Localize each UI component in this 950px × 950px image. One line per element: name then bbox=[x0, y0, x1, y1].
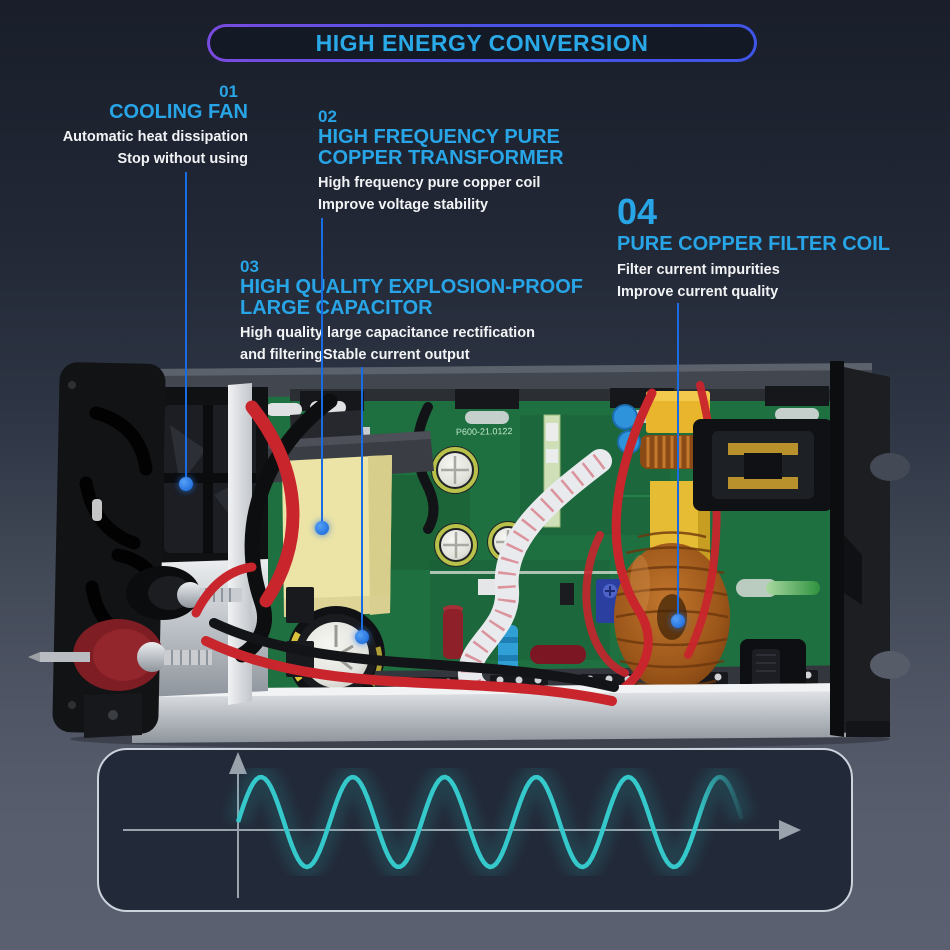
callout-number: 04 bbox=[617, 191, 658, 232]
leader-dot-02 bbox=[315, 521, 329, 535]
callout-title: PURE COPPER FILTER COIL bbox=[617, 233, 890, 255]
sine-wave-glow bbox=[226, 764, 754, 880]
callout-desc-line: Stop without using bbox=[117, 151, 248, 167]
callout-title: COPPER TRANSFORMER bbox=[318, 147, 564, 169]
sine-wave-panel bbox=[97, 748, 853, 912]
board-model-label: P600-21.0122 bbox=[456, 426, 513, 437]
battery-terminals bbox=[28, 566, 242, 691]
callout-capacitor: 03 HIGH QUALITY EXPLOSION-PROOF LARGE CA… bbox=[240, 257, 620, 366]
mounting-feet bbox=[84, 693, 890, 738]
x-axis-arrow bbox=[779, 820, 801, 840]
callout-desc-line: Filter current impurities bbox=[617, 262, 780, 278]
inverter-photo: P600-21.0122 bbox=[28, 361, 910, 749]
callout-number: 01 bbox=[219, 82, 238, 101]
callout-transformer: 02 HIGH FREQUENCY PURE COPPER TRANSFORME… bbox=[318, 107, 648, 216]
title-banner: HIGH ENERGY CONVERSION bbox=[207, 24, 757, 62]
callout-title: LARGE CAPACITOR bbox=[240, 297, 433, 319]
leader-line-02 bbox=[321, 218, 323, 528]
leader-dot-01 bbox=[179, 477, 193, 491]
callout-number: 03 bbox=[240, 257, 259, 276]
callout-desc-line: Improve voltage stability bbox=[318, 197, 489, 213]
transformer-group bbox=[262, 410, 434, 617]
callout-title: HIGH QUALITY EXPLOSION-PROOF bbox=[240, 276, 583, 298]
callout-desc-line: High quality large capacitance rectifica… bbox=[240, 325, 535, 341]
callout-number: 02 bbox=[318, 107, 337, 126]
callout-desc-line: Automatic heat dissipation bbox=[62, 129, 248, 145]
sine-wave-line bbox=[235, 774, 745, 870]
small-components bbox=[443, 579, 624, 675]
callout-desc-line: High frequency pure copper coil bbox=[318, 175, 541, 191]
leader-line-01 bbox=[185, 172, 187, 484]
callout-title: HIGH FREQUENCY PURE bbox=[318, 126, 560, 148]
leader-line-03 bbox=[361, 367, 363, 637]
leader-dot-03 bbox=[355, 630, 369, 644]
callout-filter-coil: 04 PURE COPPER FILTER COIL Filter curren… bbox=[617, 193, 927, 303]
callout-desc-line: Improve current quality bbox=[617, 284, 779, 300]
right-end-plate bbox=[830, 361, 910, 737]
black-jumper-wire bbox=[412, 402, 439, 534]
sine-wave-chart bbox=[123, 752, 801, 898]
leader-line-04 bbox=[677, 303, 679, 621]
power-cables bbox=[191, 393, 619, 706]
callout-title: COOLING FAN bbox=[109, 101, 248, 123]
led-indicator bbox=[736, 579, 820, 597]
page-title: HIGH ENERGY CONVERSION bbox=[315, 29, 649, 56]
ac-socket bbox=[693, 419, 833, 511]
leader-dot-04 bbox=[671, 614, 685, 628]
callout-cooling-fan: 01 COOLING FAN Automatic heat dissipatio… bbox=[0, 82, 248, 170]
y-axis-arrow bbox=[229, 752, 247, 774]
callout-desc-line: and filteringStable current output bbox=[240, 347, 470, 363]
